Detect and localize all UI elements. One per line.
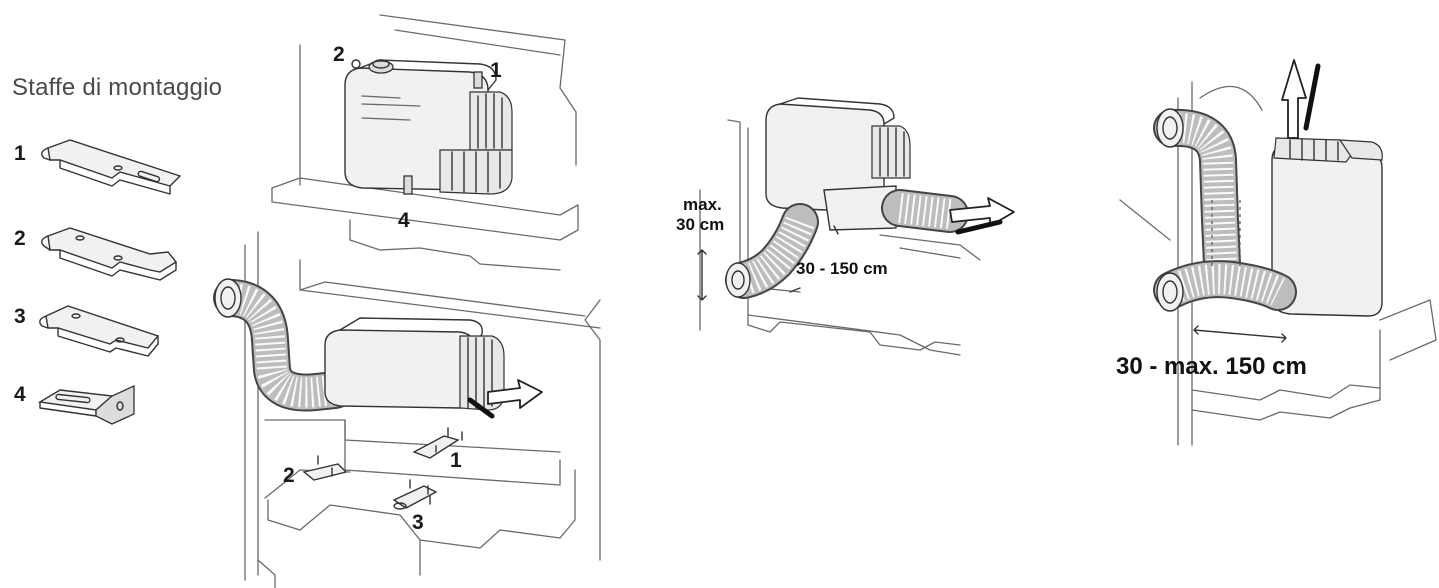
upper-unit-label-2: 2 [333,43,345,66]
lower-heater-unit [213,278,543,419]
side-heater-unit [697,97,1015,301]
max-height-line-1: max. [683,195,722,214]
upper-unit-label-4: 4 [398,209,410,232]
bracket-3-number: 3 [14,305,26,328]
upper-heater-unit [344,59,513,195]
upper-unit-label-1: 1 [490,59,502,82]
floor-bracket-label-2: 2 [283,464,295,487]
vertical-install-length: 30 - max. 150 cm [1116,353,1307,380]
bracket-4-drawing [37,384,135,425]
floor-bracket-label-1: 1 [450,449,462,472]
bracket-4-number: 4 [14,383,26,406]
floor-brackets [302,427,463,510]
bracket-3-drawing [39,305,160,357]
max-height-line-2: 30 cm [676,215,725,234]
bracket-1-drawing [41,139,182,195]
vertical-heater-unit [1153,59,1383,343]
mounting-brackets-title: Staffe di montaggio [12,74,223,101]
side-install-length: 30 - 150 cm [796,259,888,278]
floor-bracket-label-3: 3 [412,511,424,534]
bracket-2-number: 2 [14,227,26,250]
bracket-1-number: 1 [14,142,26,165]
cabinet-structure [244,14,601,588]
bracket-2-drawing [41,227,178,281]
